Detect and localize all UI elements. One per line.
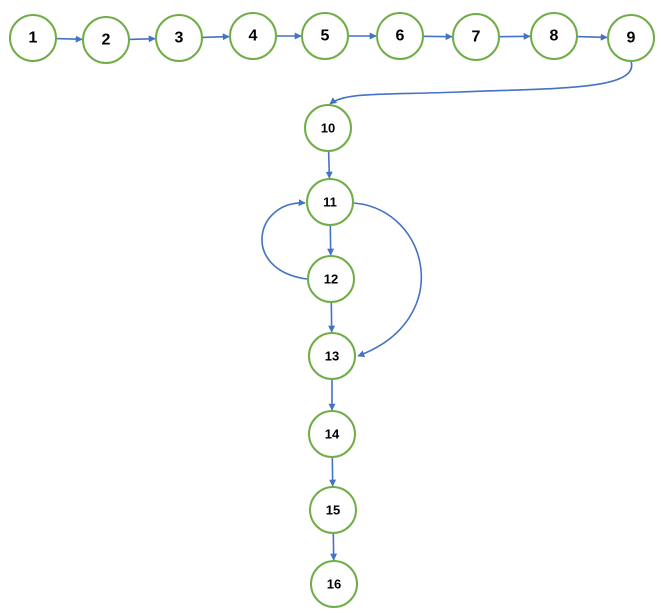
node-circle (308, 332, 356, 380)
edge-2-to-3 (128, 35, 156, 43)
node-label: 8 (550, 28, 559, 45)
node-circle (530, 12, 578, 60)
node-circle (229, 12, 277, 60)
edge-12-to-11 (261, 199, 308, 280)
edge-1-to-2 (55, 35, 83, 43)
node-circle (301, 12, 349, 60)
node-label: 14 (325, 427, 340, 442)
node-label: 1 (29, 30, 38, 47)
node-circle (376, 12, 424, 60)
node-14: 14 (308, 410, 356, 458)
node-8: 8 (530, 12, 578, 60)
node-2: 2 (82, 16, 130, 64)
node-6: 6 (376, 12, 424, 60)
node-label: 10 (321, 121, 335, 136)
node-11: 11 (306, 178, 354, 226)
node-label: 7 (472, 29, 481, 46)
node-circle (304, 104, 352, 152)
node-label: 2 (102, 32, 111, 49)
edges-layer (55, 32, 633, 561)
node-label: 9 (627, 30, 636, 47)
edge-8-to-9 (576, 33, 608, 41)
node-15: 15 (309, 486, 357, 534)
node-label: 16 (327, 577, 341, 592)
node-13: 13 (308, 332, 356, 380)
node-circle (155, 14, 203, 62)
node-1: 1 (9, 14, 57, 62)
node-7: 7 (452, 13, 500, 61)
node-circle (308, 410, 356, 458)
node-5: 5 (301, 12, 349, 60)
node-circle (82, 16, 130, 64)
node-label: 12 (324, 272, 338, 287)
node-circle (452, 13, 500, 61)
node-16: 16 (310, 560, 358, 608)
node-label: 4 (249, 28, 258, 45)
node-label: 5 (321, 28, 330, 45)
edge-10-to-11 (325, 150, 333, 179)
node-12: 12 (307, 255, 355, 303)
node-label: 3 (175, 30, 184, 47)
node-label: 11 (323, 195, 337, 210)
node-label: 6 (396, 28, 405, 45)
node-circle (607, 14, 655, 62)
node-circle (307, 255, 355, 303)
edge-11-to-13 (353, 202, 423, 358)
node-circle (9, 14, 57, 62)
edge-3-to-4 (201, 33, 230, 41)
node-circle (306, 178, 354, 226)
node-label: 15 (326, 503, 340, 518)
node-circle (309, 486, 357, 534)
node-label: 13 (325, 349, 339, 364)
node-4: 4 (229, 12, 277, 60)
edge-9-to-10 (329, 60, 633, 105)
node-10: 10 (304, 104, 352, 152)
node-circle (310, 560, 358, 608)
node-3: 3 (155, 14, 203, 62)
node-9: 9 (607, 14, 655, 62)
